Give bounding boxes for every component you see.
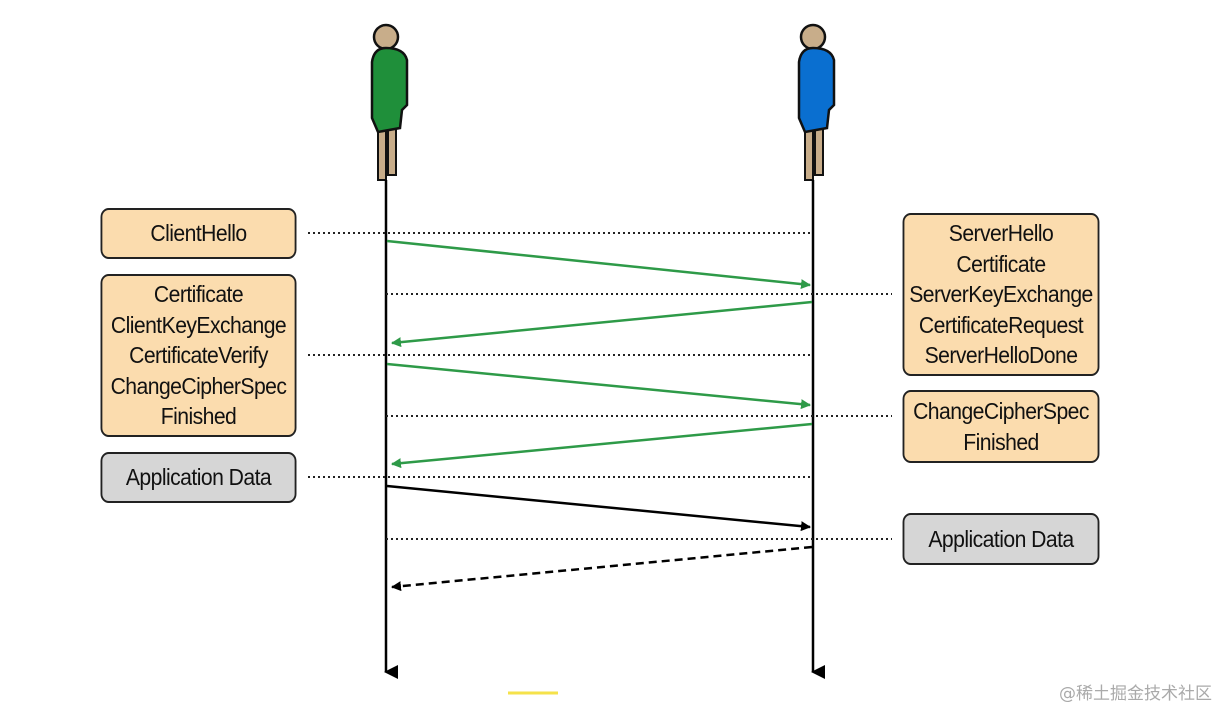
- box-line: ServerHelloDone: [924, 342, 1078, 369]
- server-hello-box: ServerHello Certificate ServerKeyExchang…: [902, 213, 1100, 376]
- box-line: ServerHello: [948, 220, 1054, 247]
- server-application-data-box: Application Data: [902, 513, 1100, 565]
- client-key-exchange-box: Certificate ClientKeyExchange Certificat…: [100, 274, 297, 437]
- box-line: ClientHello: [150, 220, 247, 247]
- box-line: ServerKeyExchange: [909, 281, 1093, 308]
- message-arrow: [391, 422, 813, 469]
- client-hello-box: ClientHello: [100, 208, 297, 259]
- box-line: Application Data: [125, 464, 272, 491]
- client-person-icon: [370, 23, 409, 181]
- server-finished-box: ChangeCipherSpec Finished: [902, 390, 1100, 463]
- box-line: CertificateRequest: [918, 311, 1084, 338]
- box-line: ClientKeyExchange: [110, 311, 287, 338]
- box-line: Finished: [160, 403, 237, 430]
- box-line: ChangeCipherSpec: [913, 398, 1089, 424]
- dotted-connectors: [308, 232, 892, 540]
- message-arrow-dashed: [391, 545, 813, 592]
- box-line: Certificate: [153, 281, 244, 308]
- box-line: Finished: [963, 428, 1039, 455]
- message-arrow: [391, 300, 813, 348]
- box-line: Certificate: [956, 250, 1046, 277]
- message-arrow: [386, 362, 811, 410]
- box-line: ChangeCipherSpec: [110, 372, 287, 399]
- message-arrow: [386, 239, 811, 290]
- box-line: Application Data: [928, 525, 1074, 552]
- box-line: CertificateVerify: [129, 342, 268, 369]
- message-arrow: [386, 484, 811, 532]
- watermark: @稀土掘金技术社区: [1059, 684, 1212, 704]
- client-application-data-box: Application Data: [100, 452, 297, 503]
- server-person-icon: [797, 23, 836, 181]
